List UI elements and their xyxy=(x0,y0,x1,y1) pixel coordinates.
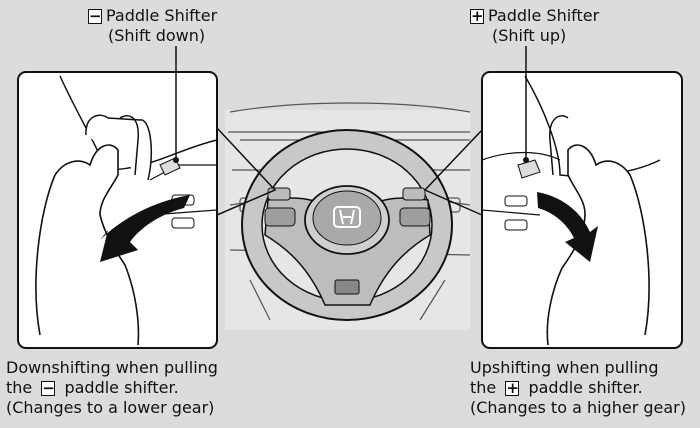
right-caption-line2-pre: the xyxy=(470,378,497,397)
right-callout-wedge xyxy=(423,129,483,216)
right-caption: Upshifting when pulling the + paddle shi… xyxy=(470,358,686,418)
right-paddle-label: +Paddle Shifter (Shift up) xyxy=(470,6,599,46)
right-hand-icon xyxy=(546,144,650,346)
right-paddle-sub: (Shift up) xyxy=(492,26,567,45)
left-callout-wedge xyxy=(216,127,277,216)
honda-logo-icon xyxy=(333,206,361,228)
left-paddle-title: Paddle Shifter xyxy=(106,6,218,25)
left-detail-panel xyxy=(17,71,218,349)
right-detail-panel xyxy=(481,71,683,349)
down-arrow-icon xyxy=(100,195,190,262)
plus-icon: + xyxy=(505,379,520,397)
left-caption-line2-post: paddle shifter. xyxy=(64,378,179,397)
right-paddle-title: Paddle Shifter xyxy=(488,6,600,25)
left-caption-line1: Downshifting when pulling xyxy=(6,358,218,377)
minus-icon: − xyxy=(88,7,102,25)
left-paddle-label: −Paddle Shifter (Shift down) xyxy=(88,6,217,46)
left-hand-icon xyxy=(35,144,140,346)
left-caption-line2-pre: the xyxy=(6,378,33,397)
up-arrow-icon xyxy=(537,192,598,262)
left-caption-line3: (Changes to a lower gear) xyxy=(6,398,215,417)
right-caption-line3: (Changes to a higher gear) xyxy=(470,398,686,417)
steering-wheel-icon xyxy=(241,129,453,321)
plus-icon: + xyxy=(470,7,484,25)
left-caption: Downshifting when pulling the − paddle s… xyxy=(6,358,218,418)
left-paddle-sub: (Shift down) xyxy=(108,26,206,45)
right-caption-line2-post: paddle shifter. xyxy=(528,378,643,397)
minus-icon: − xyxy=(41,379,56,397)
right-caption-line1: Upshifting when pulling xyxy=(470,358,659,377)
